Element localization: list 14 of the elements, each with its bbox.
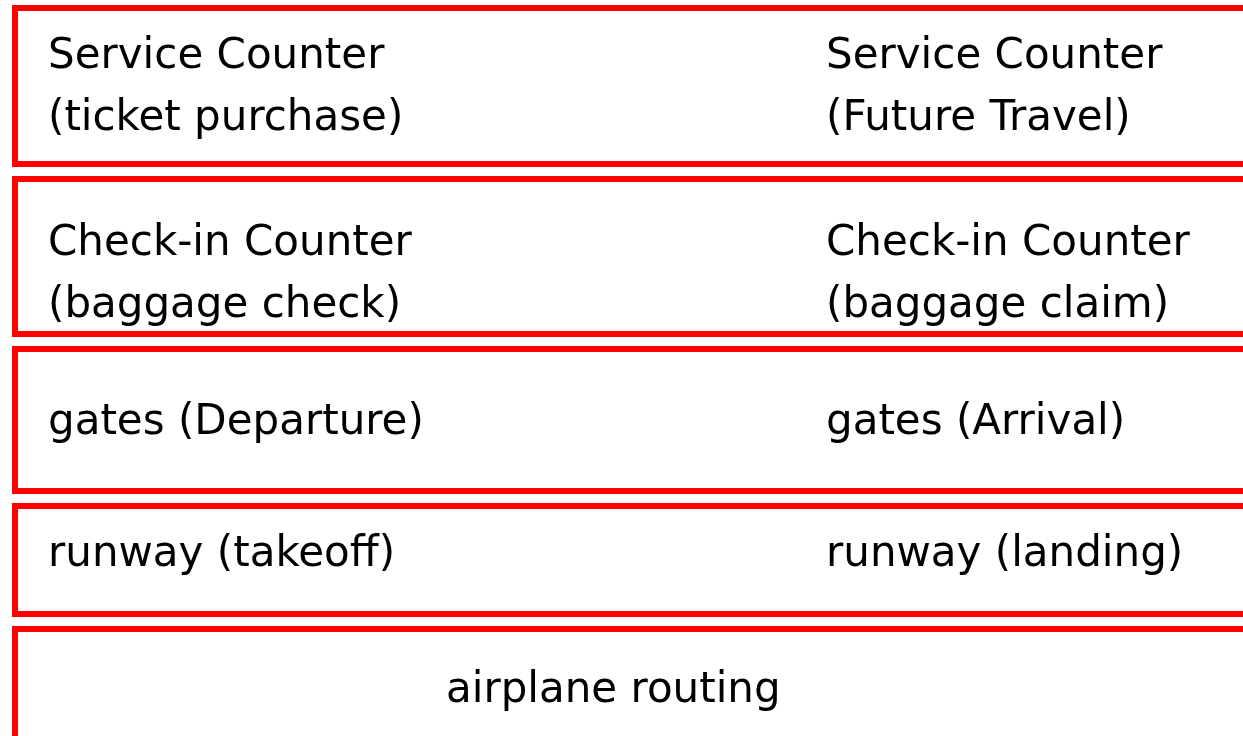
layer-label: Service Counter (ticket purchase): [48, 28, 405, 142]
layer-label: airplane routing: [446, 662, 782, 714]
layer-band: [12, 176, 1243, 337]
layer-label: Check-in Counter (baggage claim): [826, 215, 1191, 329]
layer-band: [12, 626, 1243, 736]
layer-label: runway (takeoff): [48, 526, 397, 578]
layer-label: Check-in Counter (baggage check): [48, 215, 413, 329]
layer-band: [12, 346, 1243, 494]
layer-label: gates (Departure): [48, 394, 425, 446]
layer-label: Service Counter (Future Travel): [826, 28, 1164, 142]
layer-band: [12, 503, 1243, 617]
layer-band: [12, 5, 1243, 167]
layer-label: runway (landing): [826, 526, 1185, 578]
layer-label: gates (Arrival): [826, 394, 1127, 446]
